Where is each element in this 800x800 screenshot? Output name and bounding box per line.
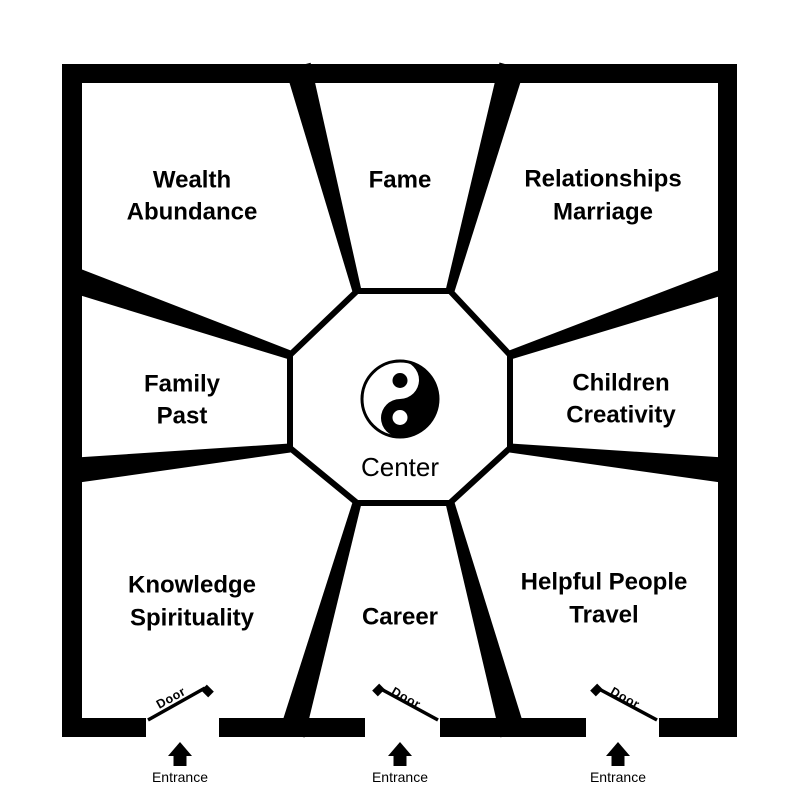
entrance-3-up-arrow-icon: [606, 742, 630, 766]
divider-knowledge-career: [279, 501, 362, 738]
outer-walls: [62, 64, 737, 737]
divider-children-helpful: [509, 443, 734, 484]
sector-label-children-line1: Children: [572, 370, 669, 397]
entrance-1-up-arrow-icon: [168, 742, 192, 766]
divider-wealth-fame: [285, 62, 362, 293]
divider-relationships-children: [508, 266, 737, 360]
sector-label-helpful-people: Helpful People Travel: [521, 569, 688, 629]
sector-label-knowledge-line1: Knowledge: [128, 572, 256, 599]
entrance-2-label: Entrance: [372, 769, 428, 785]
entrance-3-label: Entrance: [590, 769, 646, 785]
door-2-swing-line: [380, 687, 439, 722]
sector-labels: Wealth Abundance Fame Relationships Marr…: [127, 166, 688, 632]
sector-label-helpful-line1: Helpful People: [521, 569, 688, 596]
divider-family-knowledge: [66, 443, 291, 484]
entrance-1: Entrance: [152, 742, 208, 785]
door-1-swing-line: [147, 686, 206, 722]
sector-label-wealth: Wealth Abundance: [127, 167, 258, 226]
entrance-1-label: Entrance: [152, 769, 208, 785]
wall-bottom-segment-2: [219, 718, 365, 737]
door-3-swing-line: [598, 687, 658, 722]
yin-yang-ring: [360, 359, 440, 439]
sector-label-family: Family Past: [144, 371, 221, 430]
entrance-2-up-arrow-icon: [388, 742, 412, 766]
door-3-leaf-icon: [590, 683, 603, 697]
door-2-leaf-icon: [372, 683, 385, 697]
sector-label-relationships: Relationships Marriage: [524, 166, 681, 226]
sector-label-relationships-line1: Relationships: [524, 166, 681, 193]
yin-yang-light-dot: [392, 410, 408, 425]
sector-dividers: [63, 62, 737, 738]
wall-bottom-segment-3: [440, 718, 586, 737]
wall-bottom-segment-1: [62, 718, 146, 737]
wall-top: [62, 64, 737, 83]
divider-career-helpful: [445, 501, 526, 738]
sector-label-helpful-line2: Travel: [569, 602, 638, 629]
sector-label-children-line2: Creativity: [566, 402, 676, 429]
entrance-2: Entrance: [372, 742, 428, 785]
sector-label-children: Children Creativity: [566, 370, 676, 429]
sector-label-wealth-line1: Wealth: [153, 167, 231, 194]
divider-fame-relationships: [445, 62, 525, 293]
divider-wealth-family: [63, 265, 292, 360]
wall-left: [62, 64, 82, 737]
sector-label-knowledge-line2: Spirituality: [130, 605, 255, 632]
entrance-3: Entrance: [590, 742, 646, 785]
sector-label-family-line1: Family: [144, 371, 221, 398]
sector-label-fame: Fame: [369, 167, 432, 194]
sector-label-relationships-line2: Marriage: [553, 199, 653, 226]
sector-label-knowledge: Knowledge Spirituality: [128, 572, 256, 632]
yin-yang-icon: [360, 359, 440, 439]
center-label: Center: [361, 452, 439, 482]
door-1-leaf-icon: [201, 684, 214, 698]
sector-label-wealth-line2: Abundance: [127, 199, 258, 226]
wall-bottom-segment-4: [659, 718, 737, 737]
entrances: Entrance Entrance Entrance: [152, 742, 646, 785]
yin-yang-dark-dot: [392, 373, 408, 388]
wall-right: [718, 64, 737, 737]
sector-label-career: Career: [362, 604, 438, 631]
sector-label-family-line2: Past: [157, 403, 208, 430]
